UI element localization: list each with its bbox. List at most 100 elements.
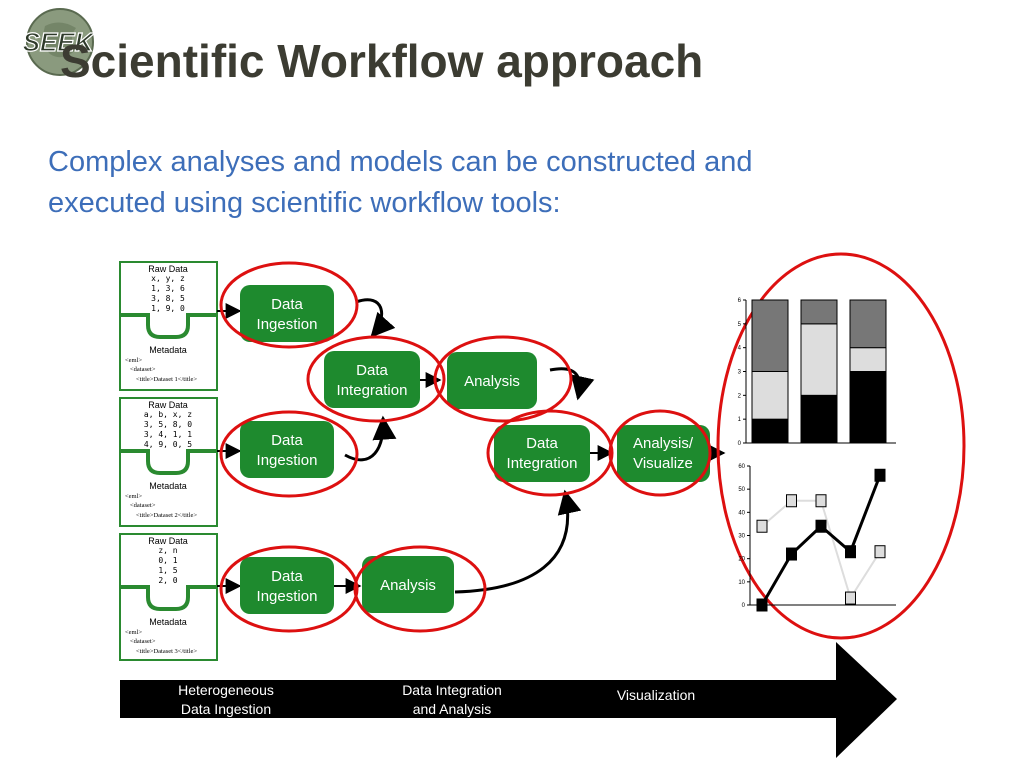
data-row: 1, 3, 6 — [151, 284, 185, 293]
data-row: 3, 8, 5 — [151, 294, 185, 303]
step-label: Data — [356, 362, 388, 379]
y-tick-label: 10 — [738, 580, 745, 586]
raw-data-header: Raw Data — [148, 536, 188, 546]
step-label: Analysis/ — [633, 435, 694, 452]
xml-line: <title>Dataset 3</title> — [136, 648, 197, 655]
step-box — [362, 556, 454, 613]
y-tick-label: 50 — [738, 487, 745, 493]
xml-line: <dataset> — [130, 502, 156, 509]
data-row: 1, 5 — [158, 566, 177, 575]
dataset-panel-2: Raw Data a, b, x, z 3, 5, 8, 0 3, 4, 1, … — [119, 397, 218, 527]
panel-divider — [120, 449, 217, 475]
highlight-ellipse — [433, 335, 573, 423]
metadata-label: Metadata — [149, 617, 187, 627]
series-line — [761, 499, 881, 601]
slide-subtitle: Complex analyses and models can be const… — [48, 142, 908, 224]
highlight-ellipse — [608, 409, 712, 497]
step-label: Analysis — [464, 373, 520, 390]
xml-line: <eml> — [125, 357, 142, 364]
step-label: Integration — [507, 455, 578, 472]
stage-label-integration: and Analysis — [413, 701, 492, 717]
y-tick-label: 30 — [738, 534, 745, 540]
step-analysis-3: Analysis — [362, 556, 454, 613]
step-box — [494, 425, 590, 482]
bar-segment — [800, 394, 838, 444]
bar-segment — [849, 371, 887, 444]
step-data-ingestion-3: Data Ingestion — [240, 557, 334, 614]
data-point — [874, 468, 886, 482]
panel-divider — [120, 585, 217, 611]
step-data-ingestion-2: Data Ingestion — [240, 421, 334, 478]
y-tick-label: 0 — [738, 441, 742, 447]
bar-segment — [751, 418, 789, 444]
step-analysis-visualize: Analysis/ Visualize — [617, 425, 710, 482]
highlight-ellipse — [306, 335, 446, 423]
step-data-ingestion-1: Data Ingestion — [240, 285, 334, 342]
connectors — [217, 298, 726, 594]
step-box — [617, 425, 710, 482]
curve-ingestion2-to-integration1 — [344, 415, 397, 462]
step-box — [240, 421, 334, 478]
data-row: 4, 9, 0, 5 — [144, 440, 192, 449]
bar-segment — [751, 371, 789, 420]
step-label: Data — [271, 296, 303, 313]
slide-title: Scientific Workflow approach — [60, 35, 704, 87]
metadata-label: Metadata — [149, 345, 187, 355]
data-point — [845, 591, 856, 605]
y-tick-label: 2 — [738, 393, 742, 399]
data-row: x, y, z — [151, 274, 185, 283]
stage-label-ingestion: Data Ingestion — [181, 701, 271, 717]
data-row: a, b, x, z — [144, 410, 192, 419]
bar-segment — [800, 323, 838, 396]
bar-segment — [849, 299, 887, 349]
xml-line: <dataset> — [130, 638, 156, 645]
step-data-integration-1: Data Integration — [324, 351, 420, 408]
step-analysis-1: Analysis — [447, 352, 537, 409]
bar-segment — [800, 299, 838, 325]
step-box — [240, 557, 334, 614]
y-tick-label: 60 — [738, 464, 745, 470]
step-box — [240, 285, 334, 342]
stage-arrow-shape — [120, 642, 897, 758]
y-tick-label: 5 — [738, 322, 742, 328]
logo-text: SEEK — [23, 27, 96, 57]
dataset-panel-1: Raw Data x, y, z 1, 3, 6 3, 8, 5 1, 9, 0… — [119, 261, 218, 391]
curve-analysis3-to-integration2 — [454, 489, 582, 594]
seek-logo: SEEK — [22, 8, 96, 76]
stage-label-integration: Data Integration — [402, 682, 502, 698]
y-tick-label: 1 — [738, 417, 742, 423]
bar-segment — [849, 347, 887, 372]
xml-line: <title>Dataset 1</title> — [136, 376, 197, 383]
data-row: 3, 5, 8, 0 — [144, 420, 192, 429]
data-row: 2, 0 — [158, 576, 177, 585]
curve-analysis1-to-integration2 — [549, 367, 595, 401]
y-tick-label: 20 — [738, 557, 745, 563]
data-row: z, n — [158, 546, 177, 555]
y-tick-label: 6 — [738, 298, 742, 304]
data-point — [815, 519, 827, 533]
dataset-panel-3: Raw Data z, n 0, 1 1, 5 2, 0 Metadata <e… — [119, 533, 218, 661]
subtitle-line: Complex analyses and models can be const… — [48, 146, 753, 178]
panel-border — [119, 261, 218, 391]
highlight-ellipse — [219, 261, 359, 349]
highlight-ellipse — [486, 409, 614, 497]
step-label: Visualize — [633, 455, 693, 472]
highlight-ellipse — [353, 545, 487, 633]
y-tick-label: 3 — [738, 370, 742, 376]
data-point — [845, 545, 856, 559]
data-point — [815, 494, 827, 508]
step-box — [447, 352, 537, 409]
xml-line: <eml> — [125, 629, 142, 636]
data-point — [786, 494, 797, 508]
data-point — [756, 598, 768, 612]
highlight-ellipses — [219, 252, 966, 640]
data-point — [756, 519, 768, 533]
data-row: 0, 1 — [158, 556, 177, 565]
step-box — [324, 351, 420, 408]
panel-border — [119, 533, 218, 661]
stage-label-ingestion: Heterogeneous — [178, 682, 274, 698]
data-row: 1, 9, 0 — [151, 304, 185, 313]
xml-line: <dataset> — [130, 366, 156, 373]
